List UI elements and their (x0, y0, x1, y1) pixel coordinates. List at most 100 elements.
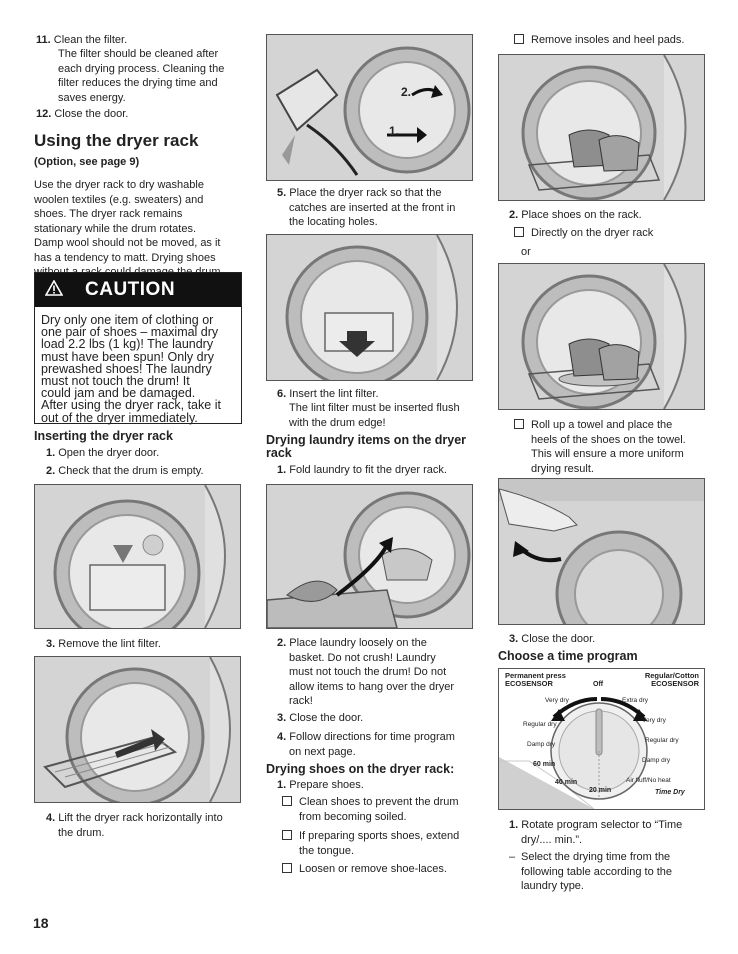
dial-label: Air fluff/No heat (626, 777, 671, 784)
text-line: from becoming soiled. (299, 810, 407, 823)
step-text: Place shoes on the rack. (521, 209, 642, 221)
heading-line: Drying laundry items on the dryer (266, 433, 467, 447)
option-note: (Option, see page 9) (34, 156, 140, 168)
step-text: Prepare shoes. (289, 779, 364, 791)
step-12: 12. Close the door. (36, 107, 128, 122)
illustration-shoes-on-towel (498, 263, 705, 410)
step-number: 1. (46, 447, 56, 459)
illustration-place-rack: 2. 1. (266, 34, 473, 181)
page-number: 18 (33, 915, 49, 931)
text-line: rack! (289, 695, 313, 707)
text-line: must have been spun! Only dry (41, 349, 215, 364)
dial-label: Regular dry (523, 721, 557, 728)
text-line: must not touch the drum! It (41, 374, 190, 389)
step-text: Remove the lint filter. (58, 638, 161, 650)
or-text: or (521, 246, 531, 258)
text-line: Dry only one item of clothing or (41, 313, 214, 327)
figure-label: 1. (389, 124, 400, 138)
text-line: shoes. The dryer rack remains (34, 208, 183, 220)
dial-time-label: 40 min (555, 779, 578, 786)
step-number: 4. (46, 812, 56, 824)
text-line: stationary while the drum rotates. (34, 222, 197, 235)
step-11: 11. Clean the filter. (36, 33, 127, 48)
step-number: 12. (36, 108, 52, 120)
step-number: 3. (509, 633, 519, 645)
checklist-item: Clean shoes to prevent the drum from bec… (282, 795, 459, 824)
text-line: must not touch the drum! Do not (289, 666, 447, 678)
text-line: heels of the shoes on the towel. (531, 433, 686, 446)
caution-header: CAUTION (35, 273, 241, 307)
text-line: The lint filter must be inserted flush (289, 402, 460, 414)
step-number: 11. (36, 34, 51, 46)
rotate-step-1: 1. Rotate program selector to “Time dry/… (509, 818, 682, 847)
checklist-item: If preparing sports shoes, extend the to… (282, 829, 459, 858)
text-line: Regular/Cotton (644, 671, 699, 680)
caution-text: Dry only one item of clothing or one pai… (35, 307, 241, 430)
illustration-insert-lint-filter (266, 234, 473, 381)
step-11-detail: The filter should be cleaned after each … (58, 47, 224, 105)
dial-label: Very dry (642, 717, 666, 724)
warning-triangle-icon (44, 278, 64, 301)
text-line: allow items to hang over the dryer (289, 680, 455, 693)
step-number: 4. (277, 731, 287, 743)
program-selector-panel: Permanent press ECOSENSOR Regular/Cotton… (498, 668, 705, 810)
subsection-heading: Drying laundry items on the dryer rack (266, 434, 466, 460)
text-line: Clean shoes to prevent the drum (299, 796, 459, 808)
illustration-insert-rack (34, 656, 241, 803)
text-line: the drum. (58, 826, 105, 839)
illustration-remove-lint-filter (34, 484, 241, 629)
text-line: Use the dryer rack to dry washable (34, 179, 204, 191)
step-text: Close the door. (289, 712, 364, 724)
text-line: out of the dryer immediately. (41, 410, 198, 425)
illustration-laundry-on-rack (266, 484, 473, 629)
text-line: load 2.2 lbs (1 kg)! The laundry (41, 337, 214, 352)
place-step-2: 2. Place shoes on the rack. (509, 208, 642, 223)
text-line: After using the dryer rack, take it (41, 398, 221, 413)
text-line: one pair of shoes – maximal dry (41, 325, 219, 340)
heading-line: rack (266, 446, 292, 460)
text-line: Roll up a towel and place the (531, 419, 673, 431)
section-heading: Using the dryer rack (34, 131, 199, 150)
dial-time-label: 60 min (533, 761, 556, 768)
text-line: Select the drying time from the (521, 851, 671, 863)
text-line: filter reduces the drying time and (58, 77, 218, 89)
dial-off-label: Off (593, 681, 604, 688)
step-text: Rotate program selector to “Time (521, 819, 683, 831)
step-number: 3. (277, 712, 287, 724)
text-line: could jam and be damaged. (41, 386, 196, 401)
checklist-item: Remove insoles and heel pads. (514, 33, 684, 48)
step-5: 5. Place the dryer rack so that the catc… (277, 186, 455, 230)
text-line: dry/.... min.”. (521, 833, 583, 846)
subsection-heading: Inserting the dryer rack (34, 429, 173, 443)
drying-step-2: 2. Place laundry loosely on the basket. … (277, 636, 454, 709)
illustration-shoes-on-rack (498, 54, 705, 201)
step-text: Place laundry loosely on the (289, 637, 427, 649)
text-line: Directly on the dryer rack (531, 227, 654, 239)
step-text: Follow directions for time program (289, 731, 455, 743)
step-number: 2. (46, 465, 56, 477)
text-line: The filter should be cleaned after (58, 48, 219, 60)
text-line: on next page. (289, 745, 356, 758)
step-number: 2. (277, 637, 287, 649)
step-number: 1. (277, 464, 287, 476)
subsection-heading: Choose a time program (498, 649, 638, 663)
shoes-step-1: 1. Prepare shoes. (277, 778, 364, 793)
step-text: Lift the dryer rack horizontally into (58, 812, 223, 824)
dial-right-title: Regular/Cotton ECOSENSOR (645, 672, 699, 688)
step-number: 3. (46, 638, 56, 650)
text-line: This will ensure a more uniform (531, 448, 684, 460)
text-line: laundry type. (521, 880, 584, 892)
text-line: catches are inserted at the front in (289, 201, 456, 214)
caution-box: CAUTION Dry only one item of clothing or… (34, 272, 242, 424)
checklist-item: Directly on the dryer rack (514, 226, 653, 241)
text-line: prewashed shoes! The laundry (41, 361, 212, 376)
step-number: 1. (509, 819, 519, 831)
step-4: 4. Lift the dryer rack horizontally into… (46, 811, 223, 840)
dash-marker: – (509, 851, 516, 863)
step-text: Insert the lint filter. (289, 388, 379, 400)
step-text: Fold laundry to fit the dryer rack. (289, 464, 447, 476)
checkbox-icon (514, 34, 524, 44)
text-line: basket. Do not crush! Laundry (289, 651, 436, 664)
step-1: 1. Open the dryer door. (46, 446, 159, 461)
drying-step-3: 3. Close the door. (277, 711, 363, 726)
